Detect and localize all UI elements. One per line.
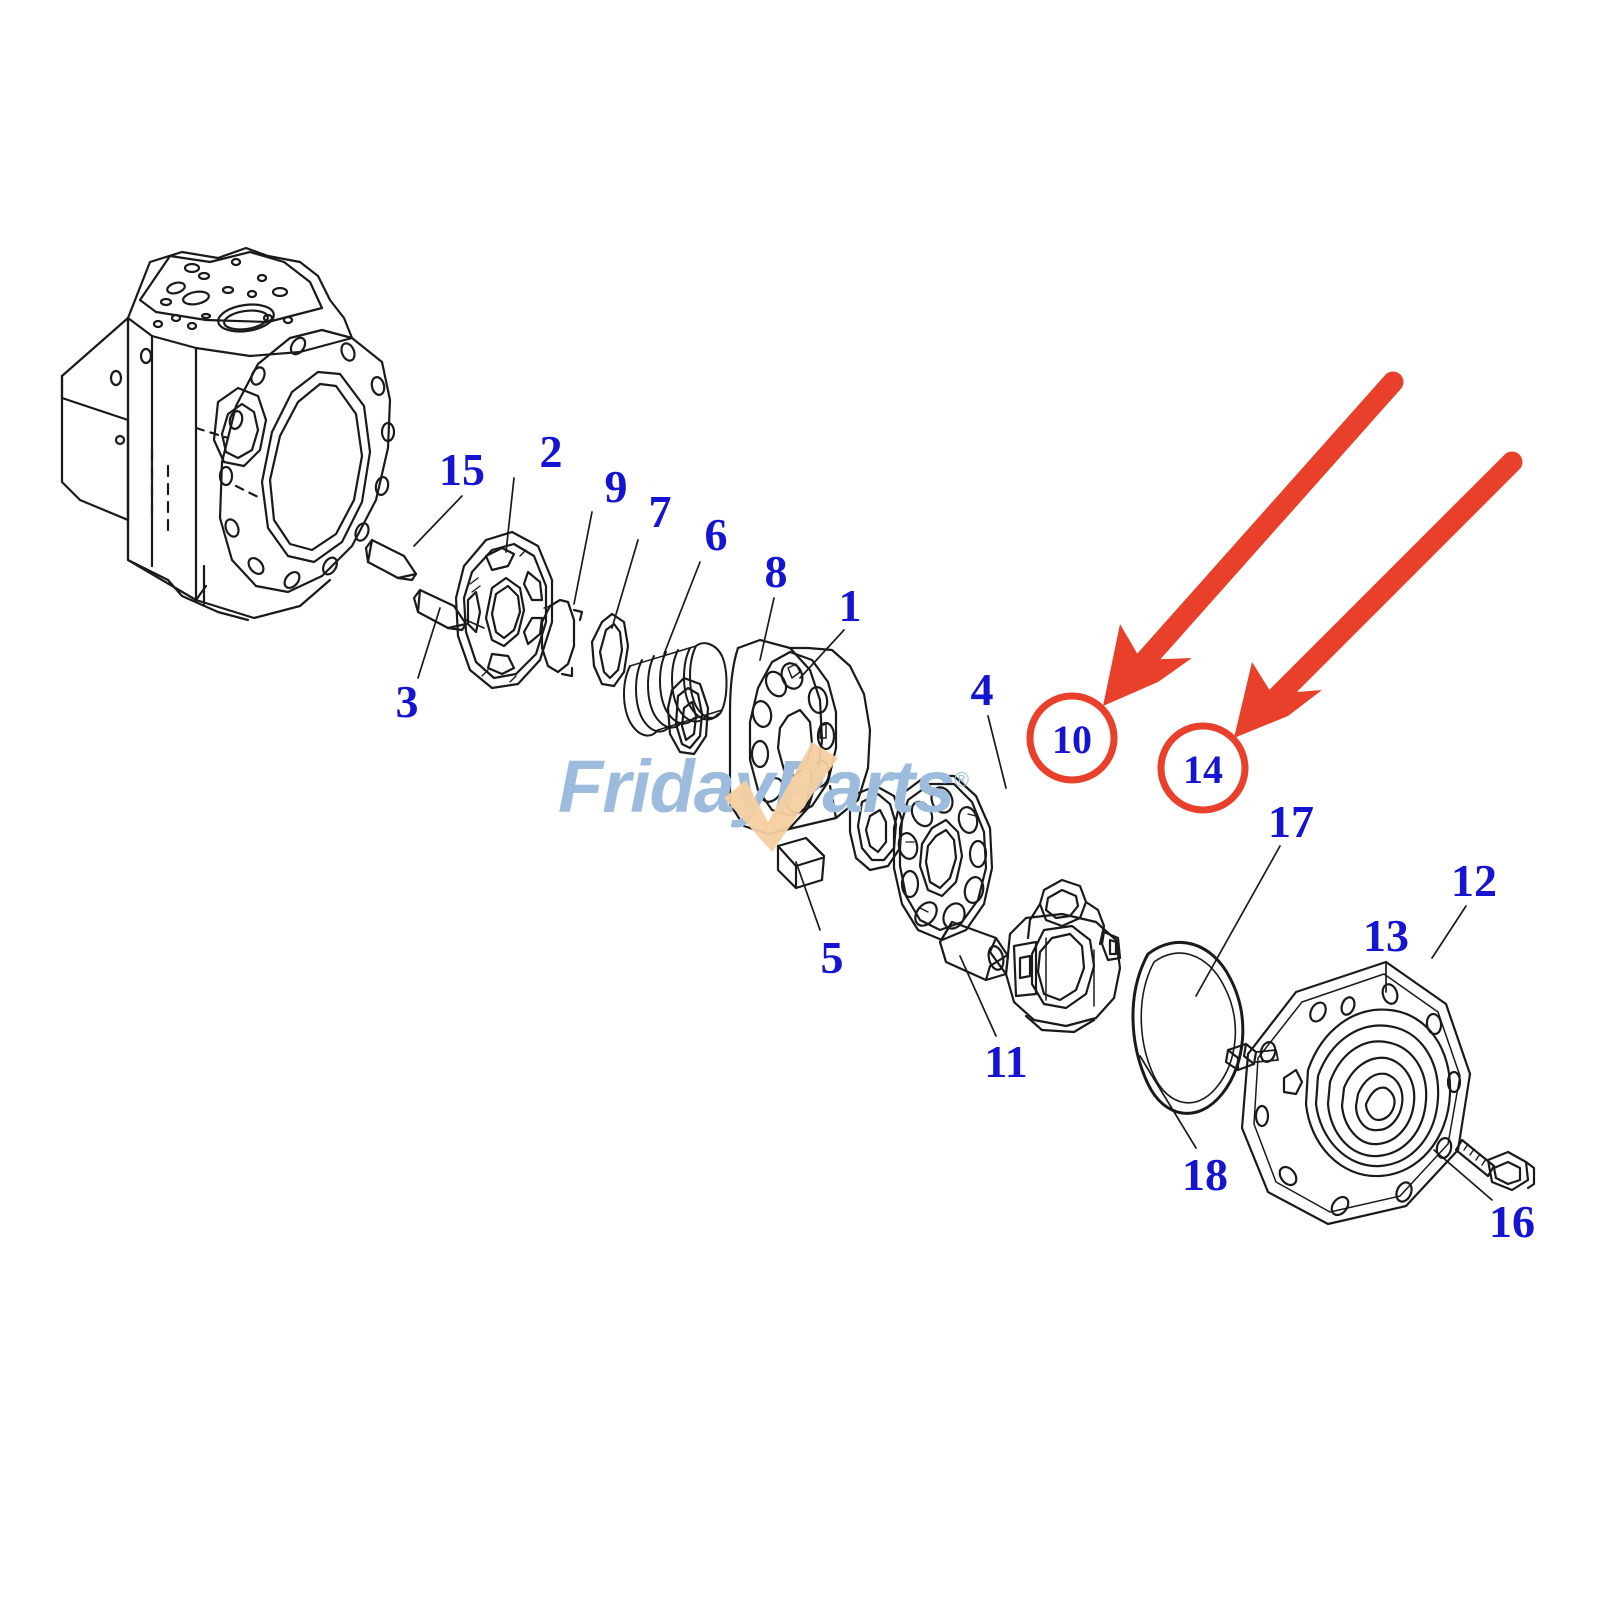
- callout-2: 2: [539, 426, 563, 477]
- highlight-circle-14: [1157, 722, 1249, 814]
- valve-plate-2: [454, 530, 554, 690]
- callout-7: 7: [648, 486, 672, 537]
- end-cover-13: [1240, 960, 1472, 1226]
- registered-trademark-icon: ®: [954, 769, 969, 792]
- callout-3: 3: [395, 676, 419, 727]
- key-5: [776, 836, 826, 890]
- snap-ring-9: [540, 598, 584, 678]
- shoe-plate-4: [892, 774, 994, 942]
- washer-7: [590, 612, 630, 688]
- callout-16: 16: [1489, 1196, 1535, 1247]
- callout-4: 4: [970, 664, 994, 715]
- leader-lines: [413, 477, 1493, 1201]
- callout-17: 17: [1268, 796, 1314, 847]
- callout-5: 5: [820, 932, 844, 983]
- callout-8: 8: [764, 546, 788, 597]
- bearing-ring: [666, 676, 710, 756]
- o-ring-18: [1131, 940, 1245, 1115]
- callout-13: 13: [1363, 910, 1409, 961]
- highlight-arrow-to-14: [1234, 451, 1523, 738]
- callout-18: 18: [1182, 1149, 1228, 1200]
- bolt-16: [1454, 1138, 1536, 1192]
- highlight-circle-10: [1026, 692, 1118, 784]
- highlight-arrow-to-10: [1103, 371, 1404, 706]
- callout-10-highlighted: 10: [1052, 717, 1092, 762]
- callout-15: 15: [439, 444, 485, 495]
- dowel-pin-15: [364, 538, 418, 582]
- callout-1: 1: [838, 580, 862, 631]
- callout-14-highlighted: 14: [1183, 747, 1223, 792]
- pump-housing: [60, 246, 396, 622]
- piston-sleeve-1: [848, 784, 904, 872]
- callout-12: 12: [1451, 855, 1497, 906]
- callout-6: 6: [704, 509, 728, 560]
- swash-cradle-14: [1004, 878, 1122, 1034]
- callout-11: 11: [984, 1036, 1028, 1087]
- roller-pin-11: [938, 920, 1010, 982]
- callout-9: 9: [604, 461, 628, 512]
